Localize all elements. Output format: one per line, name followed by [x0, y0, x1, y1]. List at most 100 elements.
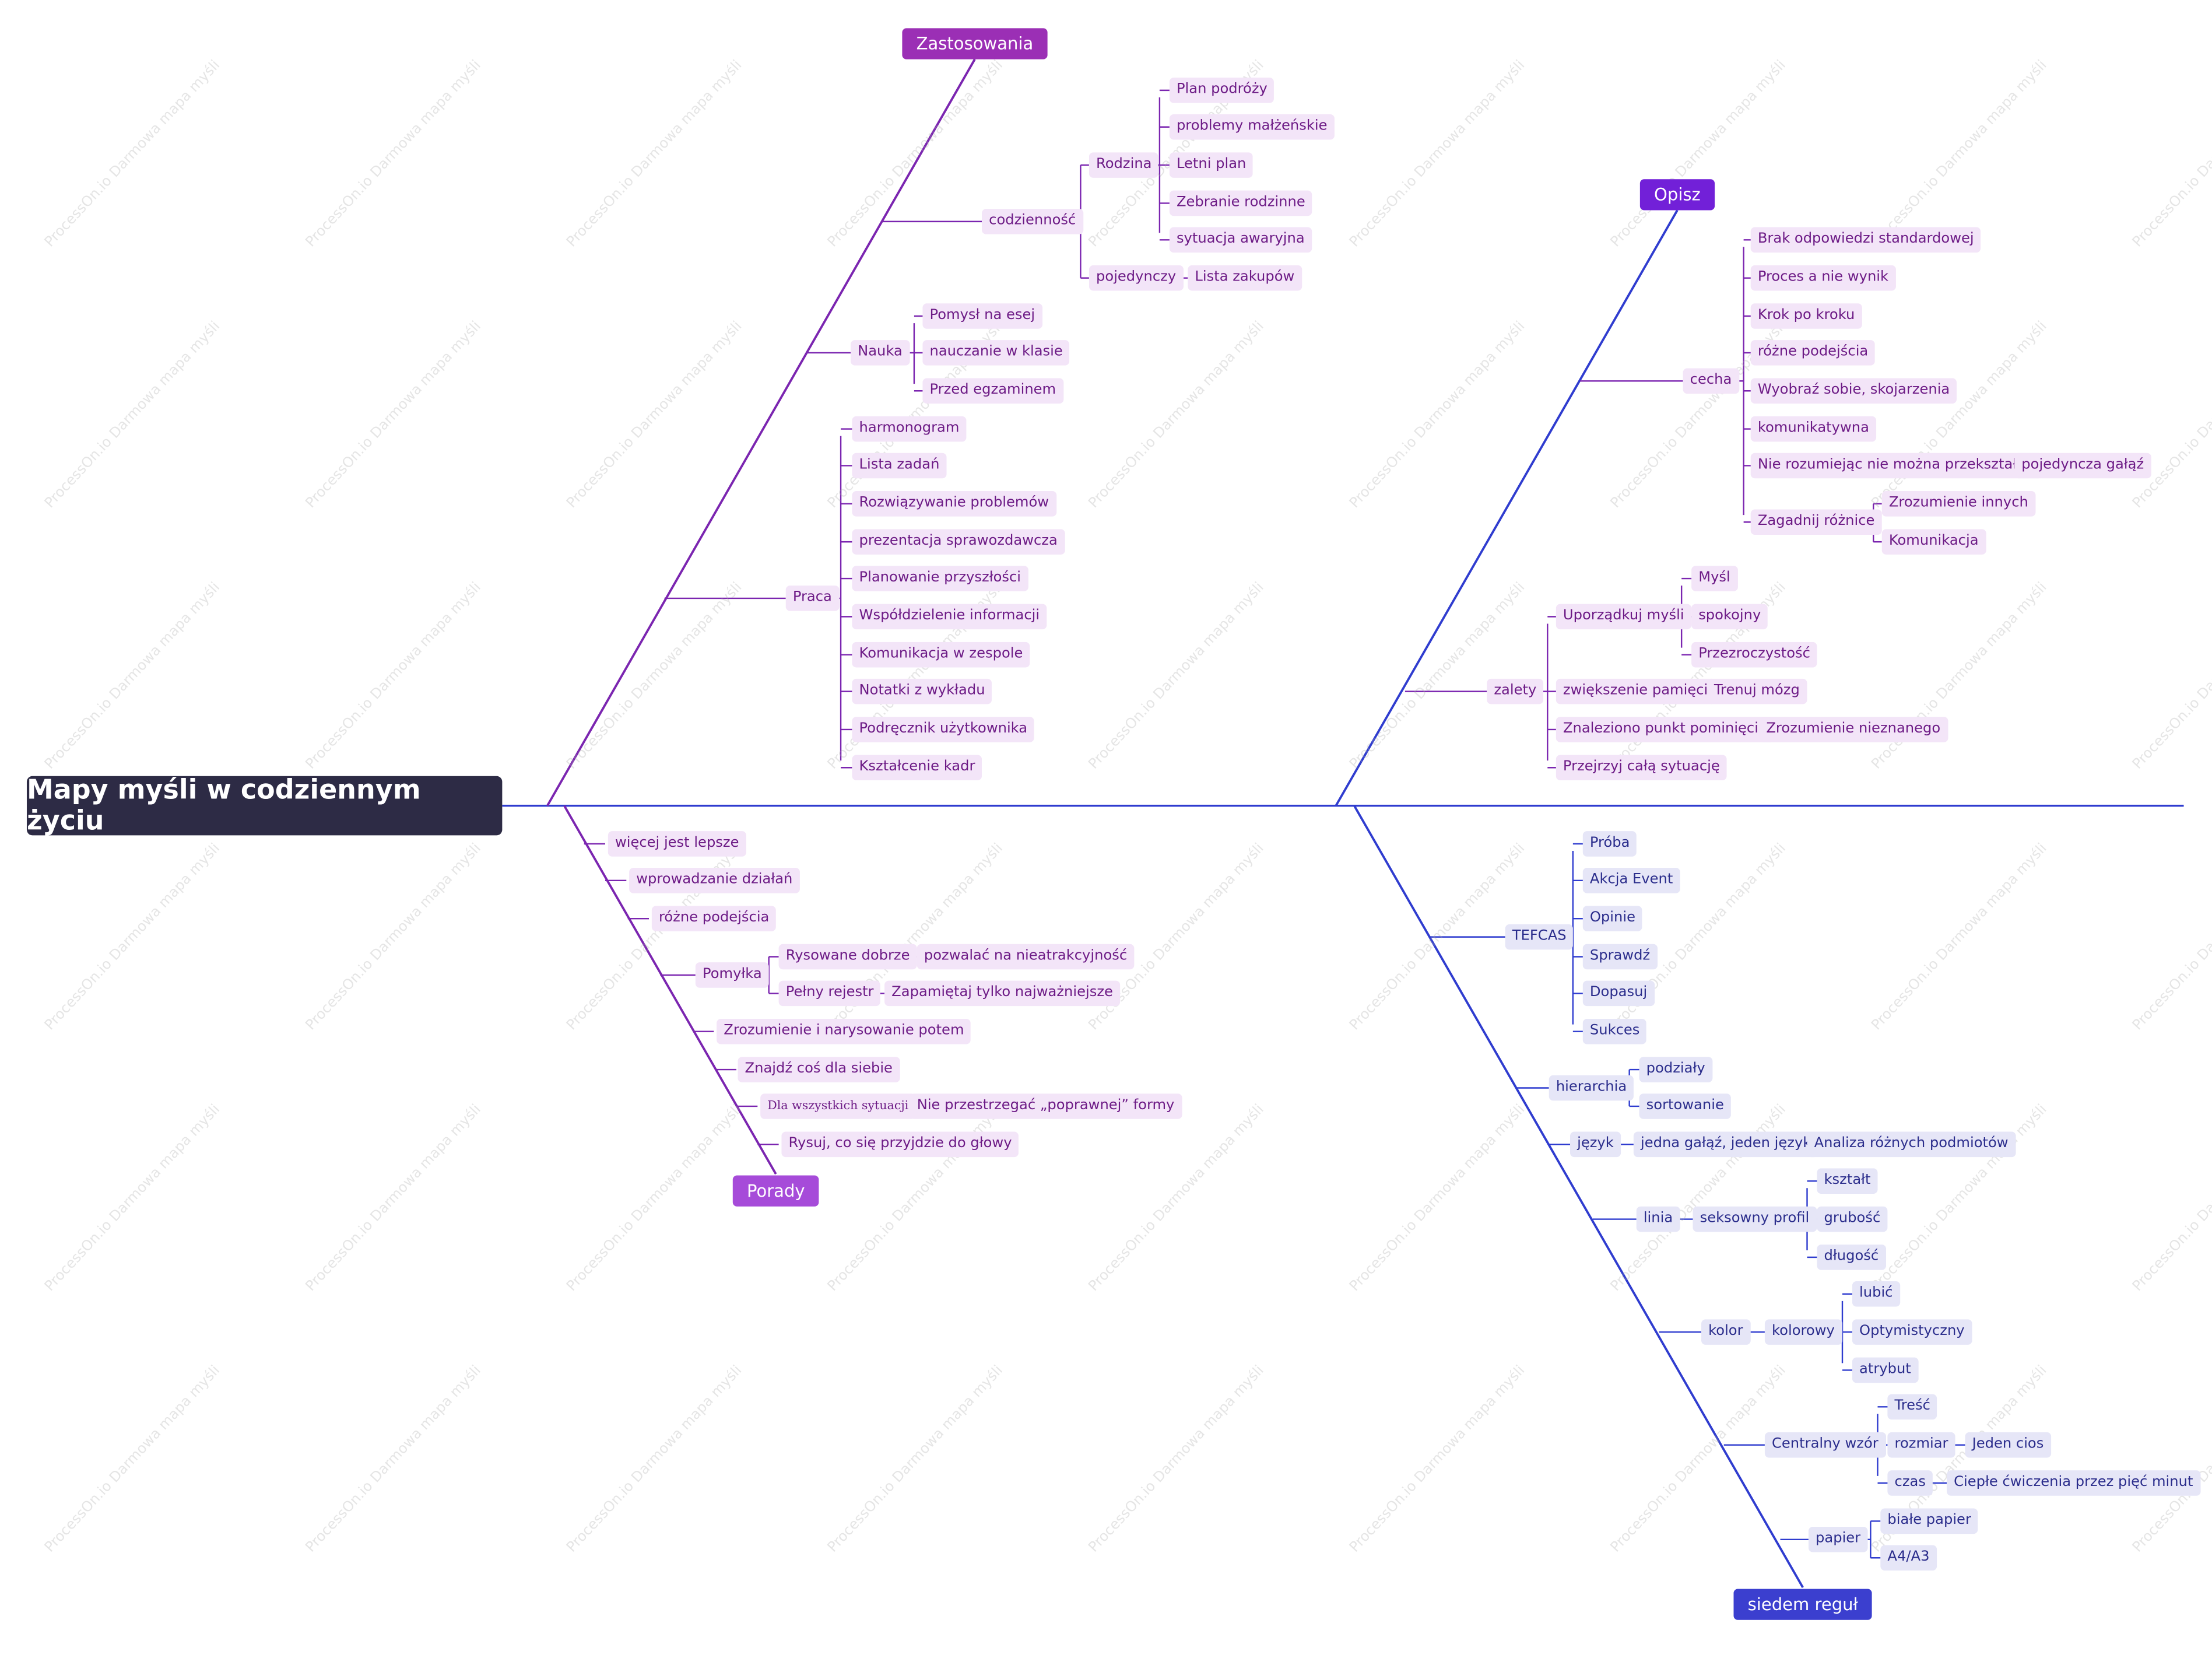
leaf-wiecej-jest-lepsze[interactable]: więcej jest lepsze — [608, 831, 746, 857]
topic-centralny-wzor[interactable]: Centralny wzór — [1764, 1432, 1886, 1458]
leaf-zebranie-rodzinne[interactable]: Zebranie rodzinne — [1169, 190, 1312, 216]
leaf-sortowanie[interactable]: sortowanie — [1639, 1093, 1732, 1119]
leaf-zrozumienie-innych[interactable]: Zrozumienie innych — [1881, 491, 2035, 517]
topic-hierarchia[interactable]: hierarchia — [1549, 1075, 1634, 1101]
leaf-atrybut[interactable]: atrybut — [1852, 1357, 1918, 1383]
topic-tefcas[interactable]: TEFCAS — [1505, 924, 1574, 950]
leaf-proces-a-nie-wynik[interactable]: Proces a nie wynik — [1750, 265, 1896, 291]
leaf-rozwiazywanie-problemow[interactable]: Rozwiązywanie problemów — [852, 491, 1056, 517]
topic-kolor[interactable]: kolor — [1701, 1319, 1750, 1345]
leaf-przezroczystosc[interactable]: Przezroczystość — [1691, 642, 1818, 668]
leaf-problemy-malzenskie[interactable]: problemy małżeńskie — [1169, 114, 1335, 140]
leaf-zrozumienie-nieznanego[interactable]: Zrozumienie nieznanego — [1759, 717, 1948, 742]
leaf-akcja-event[interactable]: Akcja Event — [1582, 868, 1680, 893]
leaf-opinie[interactable]: Opinie — [1582, 906, 1643, 931]
leaf-notatki-z-wykladu[interactable]: Notatki z wykładu — [852, 678, 992, 704]
leaf-lista-zadan[interactable]: Lista zadań — [852, 453, 947, 479]
branch-opisz[interactable]: Opisz — [1639, 179, 1715, 211]
connector-line — [1335, 209, 1679, 807]
topic-uporzadkuj-mysli[interactable]: Uporządkuj myśli — [1556, 604, 1691, 630]
leaf-wspoldzielenie-informacji[interactable]: Współdzielenie informacji — [852, 604, 1047, 630]
topic-pojedynczy[interactable]: pojedynczy — [1089, 265, 1184, 291]
topic-praca[interactable]: Praca — [785, 586, 840, 611]
leaf-pozwalac-na-nieatrakcyjnosc[interactable]: pozwalać na nieatrakcyjność — [917, 944, 1135, 970]
topic-nauka[interactable]: Nauka — [851, 340, 910, 366]
leaf-przejrzyj-cala-sytuacje[interactable]: Przejrzyj całą sytuację — [1556, 755, 1727, 781]
leaf-podzialy[interactable]: podziały — [1639, 1057, 1712, 1082]
topic-rysowane-dobrze[interactable]: Rysowane dobrze — [778, 944, 917, 970]
leaf-tresc[interactable]: Treść — [1887, 1394, 1938, 1420]
topic-pelny-rejestr[interactable]: Pełny rejestr — [778, 980, 881, 1007]
topic-nie-rozumiejac[interactable]: Nie rozumiejąc nie można przekształcić — [1750, 453, 2044, 479]
connector-line — [563, 805, 777, 1175]
leaf-lista-zakupow[interactable]: Lista zakupów — [1188, 265, 1302, 291]
topic-codziennosc[interactable]: codzienność — [982, 209, 1083, 234]
leaf-rysuj-co-przyjdzie[interactable]: Rysuj, co się przyjdzie do głowy — [781, 1131, 1019, 1158]
leaf-sytuacja-awaryjna[interactable]: sytuacja awaryjna — [1169, 227, 1312, 253]
leaf-analiza-podmiotow[interactable]: Analiza różnych podmiotów — [1807, 1131, 2016, 1158]
leaf-letni-plan[interactable]: Letni plan — [1169, 152, 1254, 178]
topic-zwiekszenie-pamieci[interactable]: zwiększenie pamięci — [1556, 678, 1715, 704]
leaf-harmonogram[interactable]: harmonogram — [852, 416, 967, 442]
topic-papier[interactable]: papier — [1808, 1527, 1868, 1552]
leaf-zrozumienie-i-narysowanie[interactable]: Zrozumienie i narysowanie potem — [717, 1018, 971, 1044]
leaf-nauczanie-w-klasie[interactable]: nauczanie w klasie — [922, 340, 1070, 366]
topic-jezyk[interactable]: język — [1570, 1131, 1621, 1158]
leaf-pomysl-na-esej[interactable]: Pomysł na esej — [922, 303, 1042, 329]
leaf-pojedyncza-galaz[interactable]: pojedyncza gałąź — [2014, 453, 2151, 479]
leaf-spokojny[interactable]: spokojny — [1691, 604, 1768, 630]
topic-znaleziono-punkt[interactable]: Znaleziono punkt pominięcia — [1556, 717, 1774, 742]
root-topic[interactable]: Mapy myśli w codziennym życiu — [26, 774, 503, 837]
topic-dla-wszystkich-sytuacji[interactable]: Dla wszystkich sytuacji — [760, 1093, 916, 1119]
leaf-sprawdz[interactable]: Sprawdź — [1582, 944, 1658, 970]
leaf-komunikatywna[interactable]: komunikatywna — [1750, 416, 1877, 442]
leaf-wprowadzanie-dzialan[interactable]: wprowadzanie działań — [629, 868, 800, 893]
leaf-ksztalcenie-kadr[interactable]: Kształcenie kadr — [852, 755, 982, 781]
leaf-ksztalt[interactable]: kształt — [1817, 1168, 1878, 1194]
leaf-komunikacja-w-zespole[interactable]: Komunikacja w zespole — [852, 642, 1030, 668]
topic-cecha[interactable]: cecha — [1683, 368, 1739, 394]
leaf-mysl[interactable]: Myśl — [1691, 566, 1737, 591]
leaf-brak-odpowiedzi[interactable]: Brak odpowiedzi standardowej — [1750, 227, 1981, 253]
leaf-przed-egzaminem[interactable]: Przed egzaminem — [922, 378, 1063, 404]
leaf-trenuj-mozg[interactable]: Trenuj mózg — [1707, 678, 1807, 704]
leaf-grubosc[interactable]: grubość — [1817, 1206, 1888, 1232]
leaf-rozne-podejscia-porady[interactable]: różne podejścia — [651, 906, 777, 931]
leaf-dopasuj[interactable]: Dopasuj — [1582, 980, 1655, 1007]
leaf-krok-po-kroku[interactable]: Krok po kroku — [1750, 303, 1862, 329]
leaf-podrecznik-uzytkownika[interactable]: Podręcznik użytkownika — [852, 717, 1035, 742]
leaf-biale-papier[interactable]: białe papier — [1880, 1508, 1978, 1534]
leaf-lubic[interactable]: lubić — [1852, 1281, 1900, 1307]
topic-czas[interactable]: czas — [1887, 1470, 1933, 1496]
topic-zalety[interactable]: zalety — [1487, 678, 1544, 704]
leaf-sukces[interactable]: Sukces — [1582, 1018, 1647, 1044]
leaf-rozne-podejscia-opisz[interactable]: różne podejścia — [1750, 340, 1876, 366]
leaf-a4-a3[interactable]: A4/A3 — [1880, 1545, 1937, 1571]
leaf-planowanie-przyszlosci[interactable]: Planowanie przyszłości — [852, 566, 1028, 591]
topic-rozmiar[interactable]: rozmiar — [1887, 1432, 1955, 1458]
topic-kolorowy[interactable]: kolorowy — [1764, 1319, 1842, 1345]
leaf-znajdz-cos-dla-siebie[interactable]: Znajdź coś dla siebie — [738, 1057, 900, 1082]
branch-zastosowania[interactable]: Zastosowania — [902, 28, 1048, 59]
topic-linia[interactable]: linia — [1636, 1206, 1680, 1232]
topic-pomylka[interactable]: Pomyłka — [695, 962, 769, 988]
leaf-optymistyczny[interactable]: Optymistyczny — [1852, 1319, 1972, 1345]
leaf-wyobraz-sobie[interactable]: Wyobraź sobie, skojarzenia — [1750, 378, 1957, 404]
branch-siedem-regul[interactable]: siedem reguł — [1733, 1589, 1873, 1620]
leaf-zapamietaj-najwazniejsze[interactable]: Zapamiętaj tylko najważniejsze — [884, 980, 1121, 1007]
topic-zagadnij-roznice[interactable]: Zagadnij różnice — [1750, 509, 1882, 535]
leaf-plan-podrozy[interactable]: Plan podróży — [1169, 78, 1274, 103]
leaf-prezentacja-sprawozdawcza[interactable]: prezentacja sprawozdawcza — [852, 529, 1065, 555]
topic-seksowny-profil[interactable]: seksowny profil — [1693, 1206, 1817, 1232]
topic-jedna-galaz[interactable]: jedna gałąź, jeden język — [1633, 1131, 1818, 1158]
leaf-proba[interactable]: Próba — [1582, 831, 1637, 857]
branch-porady[interactable]: Porady — [732, 1175, 819, 1207]
leaf-dlugosc[interactable]: długość — [1817, 1245, 1886, 1270]
leaf-jeden-cios[interactable]: Jeden cios — [1965, 1432, 2051, 1458]
connector-line — [546, 58, 976, 807]
topic-rodzina[interactable]: Rodzina — [1089, 152, 1159, 178]
leaf-cieple-cwiczenia[interactable]: Ciepłe ćwiczenia przez pięć minut — [1947, 1470, 2200, 1496]
leaf-nie-przestrzegac-formy[interactable]: Nie przestrzegać „poprawnej” formy — [910, 1093, 1182, 1119]
leaf-komunikacja[interactable]: Komunikacja — [1881, 529, 1986, 555]
